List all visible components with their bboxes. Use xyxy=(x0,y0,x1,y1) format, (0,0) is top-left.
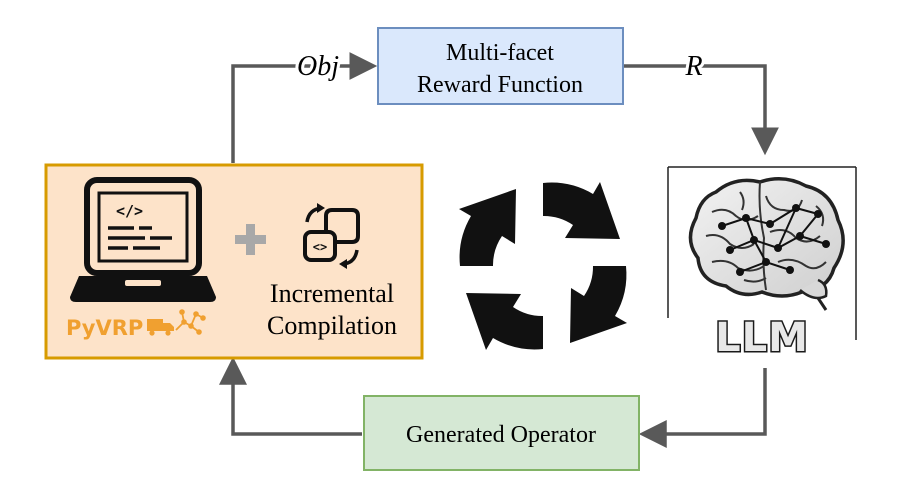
incremental-compilation-icon: <> xyxy=(303,203,360,269)
reward-box-line1: Multi-facet xyxy=(446,40,554,66)
reward-box-line2: Reward Function xyxy=(417,72,583,98)
laptop-code-icon: </> xyxy=(70,177,216,302)
truck-icon xyxy=(147,319,174,336)
connector-operator-to-solver xyxy=(219,356,362,436)
pyvrp-logo: PyVRP xyxy=(66,309,206,340)
pyvrp-logo-text: PyVRP xyxy=(66,316,143,340)
generated-operator-box: Generated Operator xyxy=(363,395,640,471)
solver-box: </> <> Incremental Compilation xyxy=(44,163,424,360)
llm-label: LLM xyxy=(715,315,809,361)
brain-icon xyxy=(688,177,845,311)
chip-symbol: <> xyxy=(313,240,327,254)
connector-r xyxy=(624,64,779,156)
compilation-label: Compilation xyxy=(267,311,397,340)
reward-function-box: Multi-facet Reward Function xyxy=(377,27,624,105)
cycle-arrows-icon xyxy=(459,182,627,350)
incremental-label: Incremental xyxy=(270,279,394,308)
generated-operator-label: Generated Operator xyxy=(406,422,596,448)
llm-panel: LLM xyxy=(667,166,857,363)
route-network-icon xyxy=(175,309,206,335)
edge-label-r: R xyxy=(684,51,702,82)
edge-label-obj: Obj xyxy=(297,51,339,82)
connector-llm-to-operator xyxy=(638,368,767,448)
code-symbol: </> xyxy=(116,202,143,220)
plus-icon xyxy=(235,224,266,255)
connector-obj xyxy=(231,52,378,163)
